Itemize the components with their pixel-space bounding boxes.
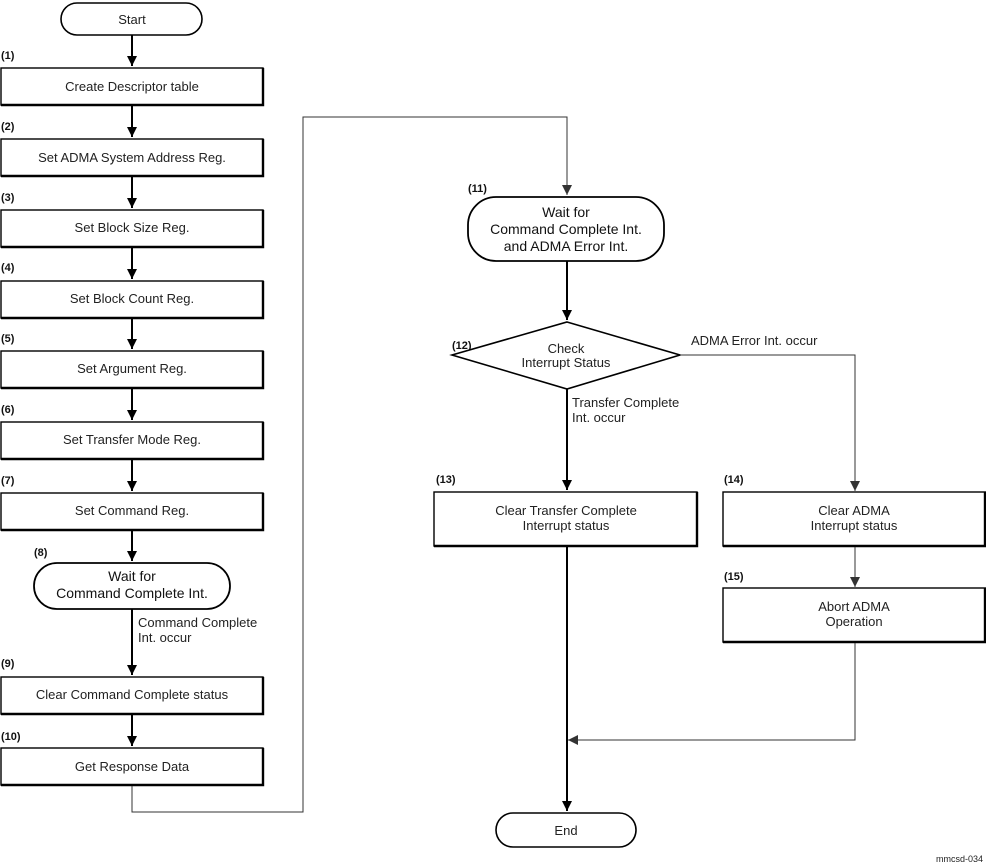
step-5-label: Set Argument Reg. — [77, 361, 187, 376]
step-8-number: (8) — [34, 547, 48, 559]
step-10-box: Get Response Data — [0, 747, 265, 787]
end-terminal: End — [495, 812, 637, 848]
step-9-label: Clear Command Complete status — [36, 687, 229, 702]
step-14-line2: Interrupt status — [811, 518, 898, 533]
figure-code: mmcsd-034 — [936, 854, 983, 864]
step-4-number: (4) — [1, 262, 15, 274]
step-9-box: Clear Command Complete status — [0, 676, 265, 716]
step-9-number: (9) — [1, 658, 15, 670]
step-3-number: (3) — [1, 192, 15, 204]
arrow-12-to-14 — [680, 354, 860, 491]
step-1-box: Create Descriptor table — [0, 67, 265, 107]
step-3-label: Set Block Size Reg. — [75, 220, 190, 235]
step-13-line2: Interrupt status — [523, 518, 610, 533]
step-4-label: Set Block Count Reg. — [70, 291, 194, 306]
step-8-line1: Wait for — [108, 568, 156, 584]
edge-label-transfer-complete-line1: Transfer Complete — [572, 395, 679, 410]
step-1-label: Create Descriptor table — [65, 79, 199, 94]
step-6-label: Set Transfer Mode Reg. — [63, 432, 201, 447]
step-11-line3: and ADMA Error Int. — [504, 238, 629, 254]
step-12-decision: Check Interrupt Status — [449, 321, 683, 390]
step-11-wait-terminal: Wait for Command Complete Int. and ADMA … — [467, 196, 665, 262]
step-13-box: Clear Transfer Complete Interrupt status — [433, 491, 699, 548]
step-12-line1: Check — [548, 341, 585, 356]
step-15-line2: Operation — [825, 614, 882, 629]
step-5-box: Set Argument Reg. — [0, 350, 265, 390]
step-8-wait-terminal: Wait for Command Complete Int. — [33, 562, 231, 610]
step-15-number: (15) — [724, 571, 744, 583]
step-1-number: (1) — [1, 50, 15, 62]
end-label: End — [554, 823, 577, 838]
step-11-number: (11) — [468, 183, 487, 195]
step-7-label: Set Command Reg. — [75, 503, 189, 518]
step-12-line2: Interrupt Status — [522, 355, 611, 370]
step-14-line1: Clear ADMA — [818, 503, 890, 518]
edge-label-cmd-complete-line2: Int. occur — [138, 630, 192, 645]
step-7-number: (7) — [1, 475, 15, 487]
step-7-box: Set Command Reg. — [0, 492, 265, 532]
step-14-box: Clear ADMA Interrupt status — [722, 491, 986, 548]
step-8-line2: Command Complete Int. — [56, 585, 208, 601]
step-11-line2: Command Complete Int. — [490, 221, 642, 237]
connector-10-to-11 — [131, 116, 572, 813]
step-2-box: Set ADMA System Address Reg. — [0, 138, 265, 178]
step-14-number: (14) — [724, 474, 744, 486]
step-12-number: (12) — [452, 340, 472, 352]
step-13-number: (13) — [436, 474, 456, 486]
connector-15-to-end — [568, 643, 856, 745]
step-4-box: Set Block Count Reg. — [0, 280, 265, 320]
step-3-box: Set Block Size Reg. — [0, 209, 265, 249]
step-13-line1: Clear Transfer Complete — [495, 503, 637, 518]
start-terminal: Start — [60, 2, 203, 36]
start-label: Start — [118, 12, 146, 27]
step-15-box: Abort ADMA Operation — [722, 587, 986, 644]
step-5-number: (5) — [1, 333, 15, 345]
step-10-number: (10) — [1, 731, 21, 743]
step-2-number: (2) — [1, 121, 15, 133]
step-6-number: (6) — [1, 404, 15, 416]
step-2-label: Set ADMA System Address Reg. — [38, 150, 226, 165]
step-10-label: Get Response Data — [75, 759, 190, 774]
edge-label-cmd-complete-line1: Command Complete — [138, 615, 257, 630]
edge-label-transfer-complete-line2: Int. occur — [572, 410, 626, 425]
step-15-line1: Abort ADMA — [818, 599, 890, 614]
step-11-line1: Wait for — [542, 204, 590, 220]
step-6-box: Set Transfer Mode Reg. — [0, 421, 265, 461]
edge-label-adma-error: ADMA Error Int. occur — [691, 333, 818, 348]
